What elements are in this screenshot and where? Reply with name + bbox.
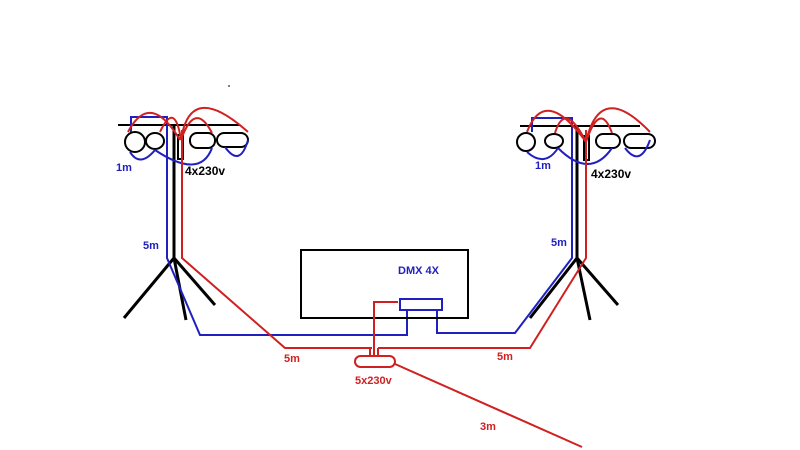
left-light-stand: [118, 106, 408, 349]
right-power-label: 4x230v: [591, 167, 631, 181]
lamp-bar: [623, 133, 656, 149]
right-power-cable-label: 5m: [497, 351, 513, 363]
lamp-par: [124, 131, 146, 153]
lamp-par: [145, 132, 165, 150]
right-light-stand: [378, 107, 656, 349]
dmx-connector: [399, 298, 443, 311]
left-cable-label: 5m: [143, 240, 159, 252]
lamp-par: [544, 133, 564, 149]
left-power-label: 4x230v: [185, 164, 225, 178]
controller-label: DMX 4X: [398, 265, 440, 277]
lamp-bar: [595, 133, 621, 149]
dmx-controller: [300, 249, 469, 356]
left-lamp-cable-label: 1m: [116, 162, 132, 174]
lamp-par: [516, 132, 536, 152]
power-strip: [354, 348, 583, 448]
mains-cable-label: 3m: [480, 421, 496, 433]
left-power-cable-label: 5m: [284, 353, 300, 365]
power-strip-label: 5x230v: [355, 375, 393, 387]
lamp-bar: [216, 132, 249, 148]
right-cable-label: 5m: [551, 237, 567, 249]
lamp-bar: [189, 132, 216, 149]
right-lamp-cable-label: 1m: [535, 160, 551, 172]
mains-cable: [394, 363, 583, 448]
